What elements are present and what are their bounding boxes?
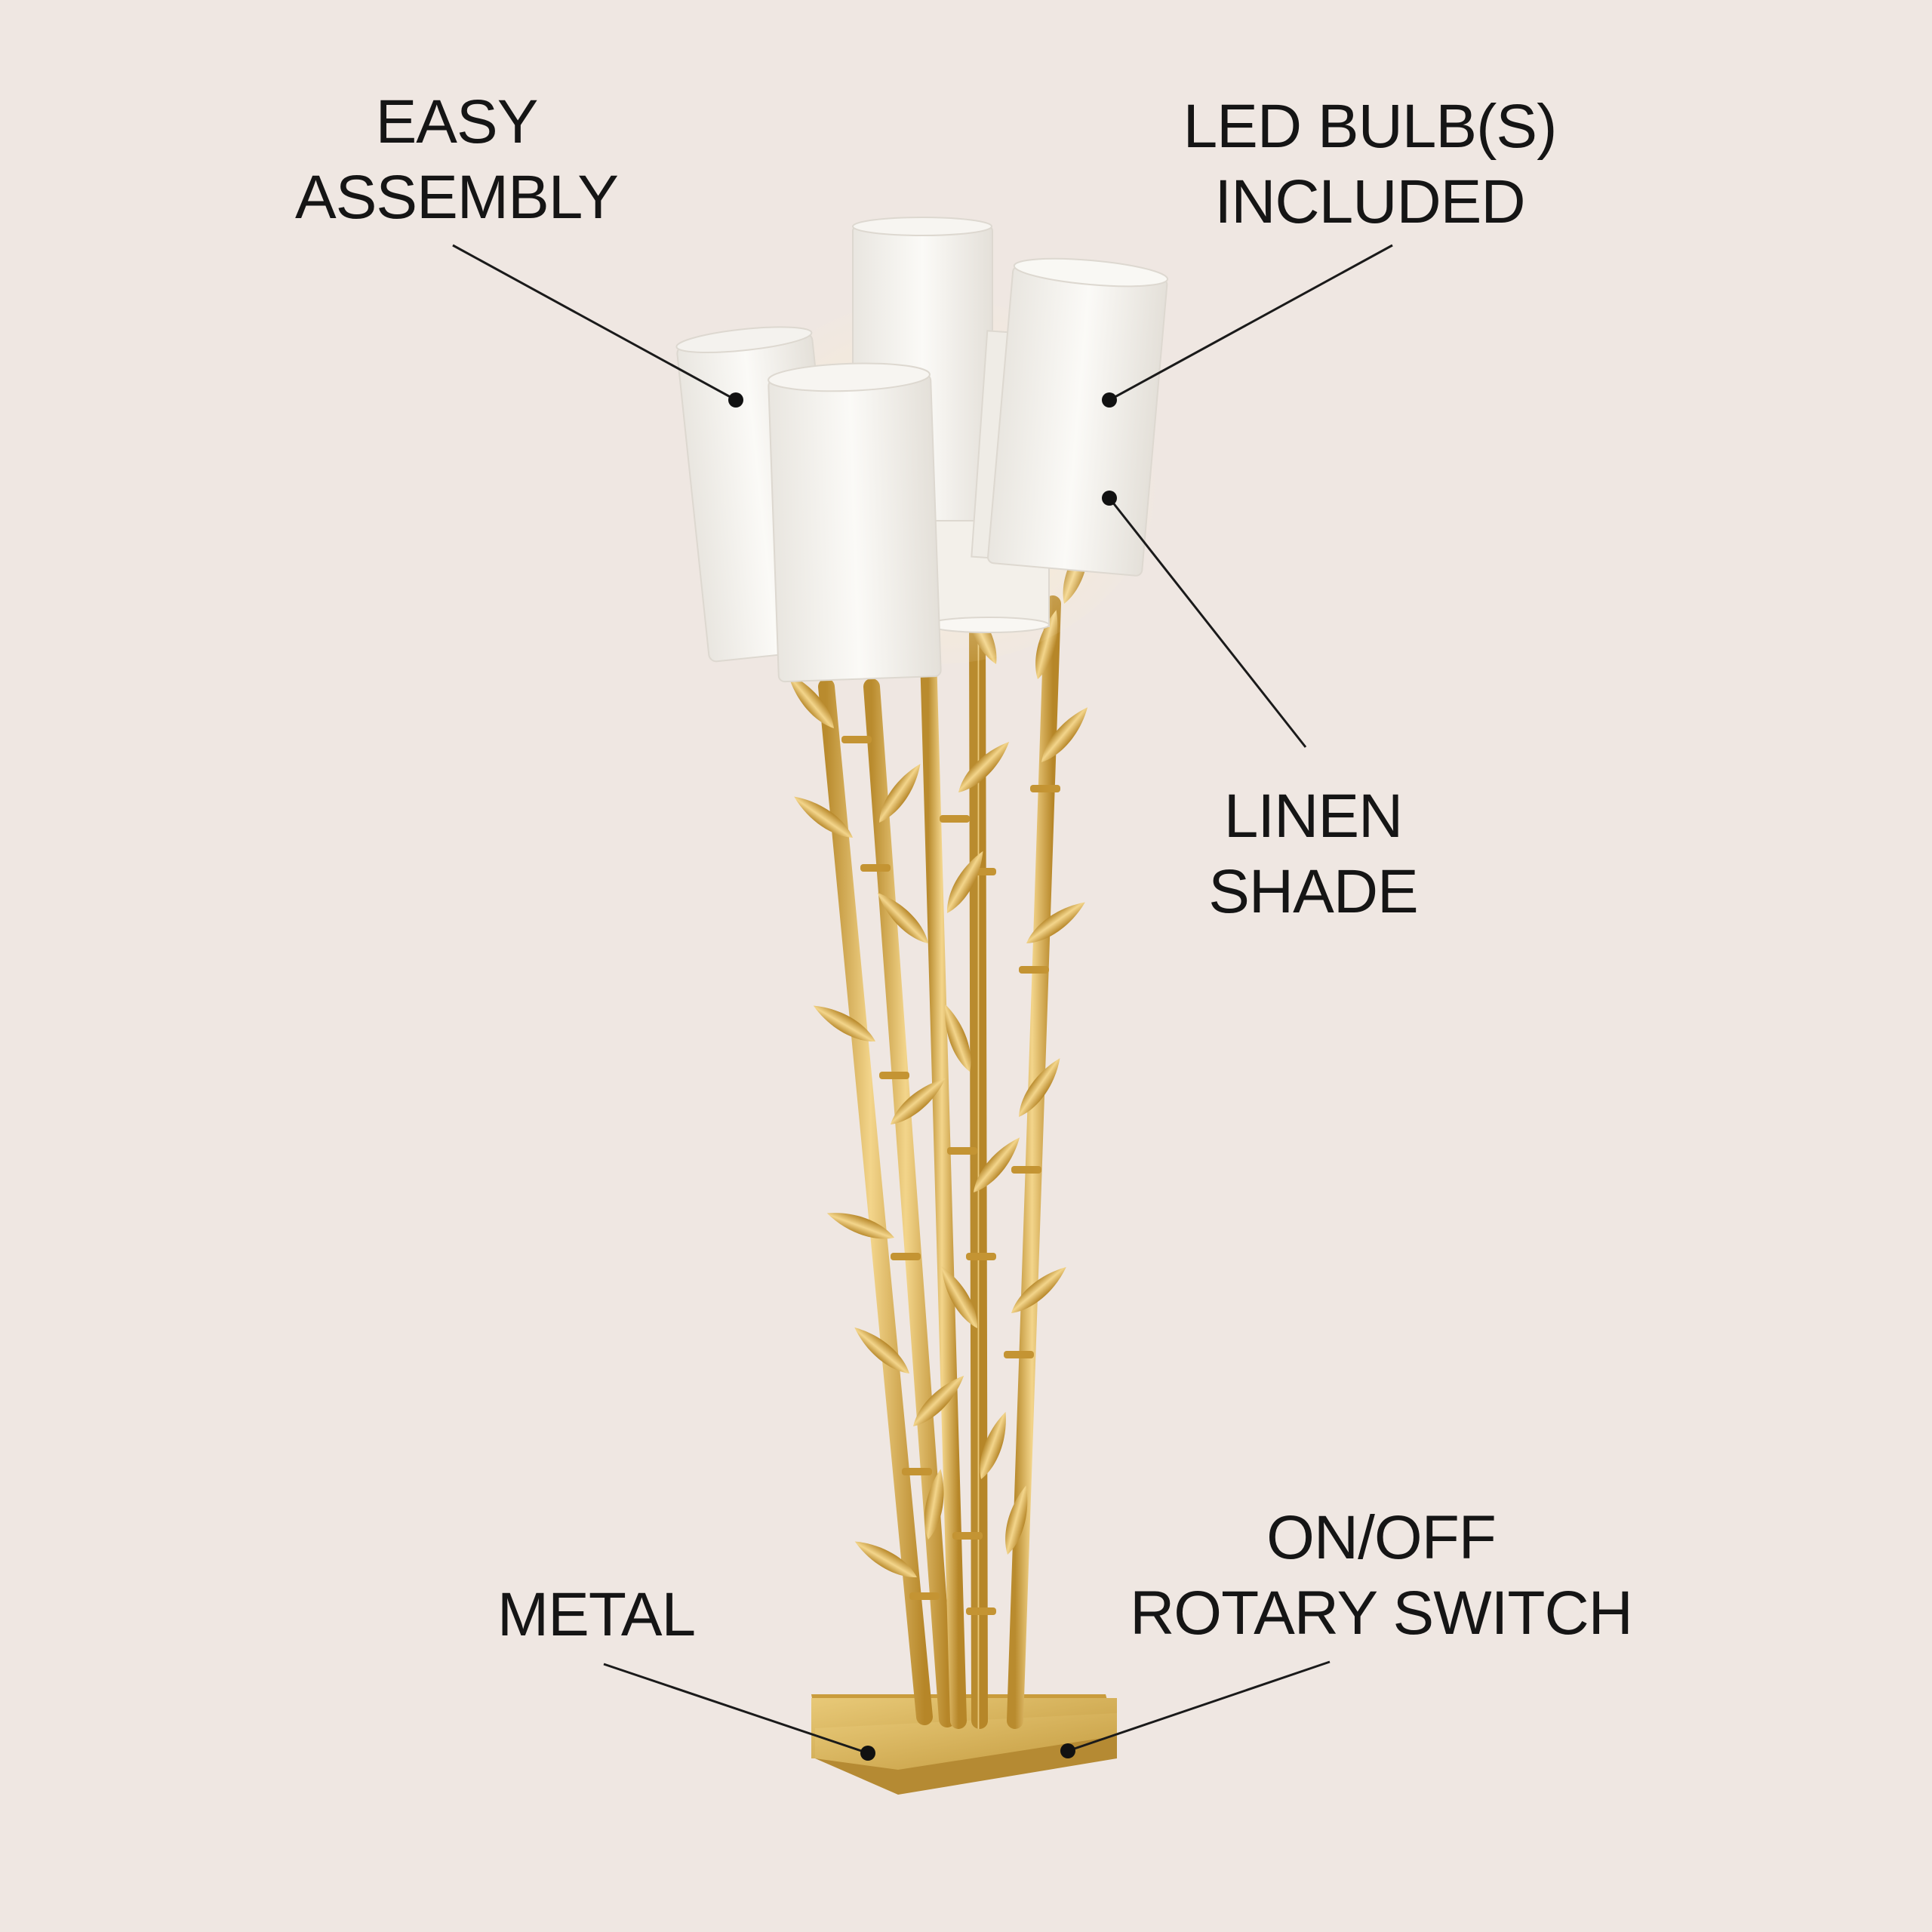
bamboo-stems [818,521,1061,1729]
callout-text: ROTARY SWITCH [1130,1579,1633,1647]
shade-right [987,257,1169,577]
callout-text: EASY [375,88,539,156]
callout-rotary-switch: ON/OFF ROTARY SWITCH [1117,1500,1645,1651]
linen-shade-marker [1102,491,1117,506]
callout-text: SHADE [1208,857,1419,926]
bamboo-nodes [841,736,1060,1615]
callout-text: ASSEMBLY [295,163,619,232]
callout-text: ON/OFF [1266,1503,1497,1572]
callout-text: LINEN [1223,782,1404,851]
rotary-switch-marker [1060,1743,1075,1758]
callout-text: METAL [497,1580,696,1649]
callout-leader-lines [452,244,1393,1761]
led-bulbs-marker [1102,392,1117,408]
callout-easy-assembly: EASY ASSEMBLY [279,85,634,235]
metal-marker [860,1746,875,1761]
callout-text: LED BULB(S) [1183,92,1558,161]
linen-shades [675,217,1169,683]
callout-text: INCLUDED [1214,168,1525,236]
easy-assembly-marker [728,392,743,408]
shade-front-left [768,362,942,683]
callout-metal: METAL [483,1577,709,1653]
callout-linen-shade: LINEN SHADE [1185,779,1441,930]
callout-led-bulbs: LED BULB(S) INCLUDED [1166,89,1574,240]
